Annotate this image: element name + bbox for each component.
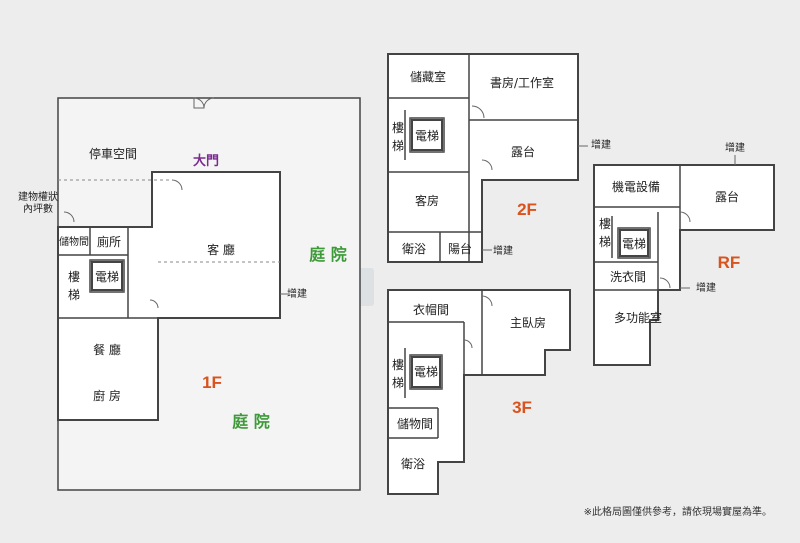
room-2f-bathroom: 衛浴 xyxy=(402,242,426,256)
note-2f-balcony-addition: 增建 xyxy=(493,244,513,257)
note-registry-1: 建物權狀 xyxy=(18,190,58,203)
room-balcony: 陽台 xyxy=(448,241,472,256)
room-rf-stairs-bottom: 梯 xyxy=(599,235,611,249)
note-registry-2: 內坪數 xyxy=(23,202,53,215)
room-rf-elevator: 電梯 xyxy=(622,237,646,251)
room-3f-bathroom: 衛浴 xyxy=(401,457,425,471)
room-2f-stairs-bottom: 梯 xyxy=(392,139,404,153)
room-dining: 餐 廳 xyxy=(93,342,121,357)
room-master-bedroom: 主臥房 xyxy=(510,315,546,330)
room-3f-stairs-top: 樓 xyxy=(392,357,404,372)
room-laundry: 洗衣間 xyxy=(610,269,646,284)
note-1f-addition: 增建 xyxy=(287,287,307,300)
note-rf-terrace-addition: 增建 xyxy=(725,141,745,154)
room-1f-toilet: 廁所 xyxy=(97,234,121,249)
room-1f-stairs-bottom: 梯 xyxy=(68,288,80,302)
floor-1f-plan xyxy=(57,97,361,491)
floor-rf-plan xyxy=(593,155,775,366)
floor-label-1f: 1F xyxy=(202,373,222,392)
label-garden-main: 庭 院 xyxy=(232,412,270,431)
room-kitchen: 廚 房 xyxy=(93,388,121,403)
footnote-disclaimer: ※此格局圖僅供參考，請依現場實屋為準。 xyxy=(584,505,772,518)
room-1f-stairs-top: 樓 xyxy=(68,269,80,284)
room-living: 客 廳 xyxy=(207,242,235,257)
floor-3f-plan xyxy=(387,289,571,495)
floor-label-2f: 2F xyxy=(517,200,537,219)
room-parking: 停車空間 xyxy=(89,146,137,161)
room-2f-storage: 儲藏室 xyxy=(410,69,446,84)
room-closet: 衣帽間 xyxy=(413,302,449,317)
floor-label-3f: 3F xyxy=(512,398,532,417)
room-study: 書房/工作室 xyxy=(490,75,554,90)
room-1f-elevator: 電梯 xyxy=(95,270,119,284)
label-main-gate: 大門 xyxy=(193,153,219,169)
floor-2f-plan xyxy=(387,53,588,263)
room-rf-stairs-top: 樓 xyxy=(599,216,611,231)
room-3f-storage: 儲物間 xyxy=(397,417,433,431)
room-3f-stairs-bottom: 梯 xyxy=(392,376,404,390)
room-guest: 客房 xyxy=(415,193,439,208)
note-2f-terrace-addition: 增建 xyxy=(591,138,611,151)
room-1f-storage: 儲物間 xyxy=(59,235,89,248)
room-2f-terrace: 露台 xyxy=(511,144,535,159)
room-equipment: 機電設備 xyxy=(612,179,660,194)
room-2f-elevator: 電梯 xyxy=(415,129,439,143)
floor-label-rf: RF xyxy=(718,253,741,272)
room-rf-terrace: 露台 xyxy=(715,189,739,204)
note-rf-laundry-addition: 增建 xyxy=(696,281,716,294)
room-3f-elevator: 電梯 xyxy=(414,365,438,379)
room-2f-stairs-top: 樓 xyxy=(392,120,404,135)
label-garden-side: 庭 院 xyxy=(309,245,347,264)
room-multipurpose: 多功能室 xyxy=(614,310,662,325)
